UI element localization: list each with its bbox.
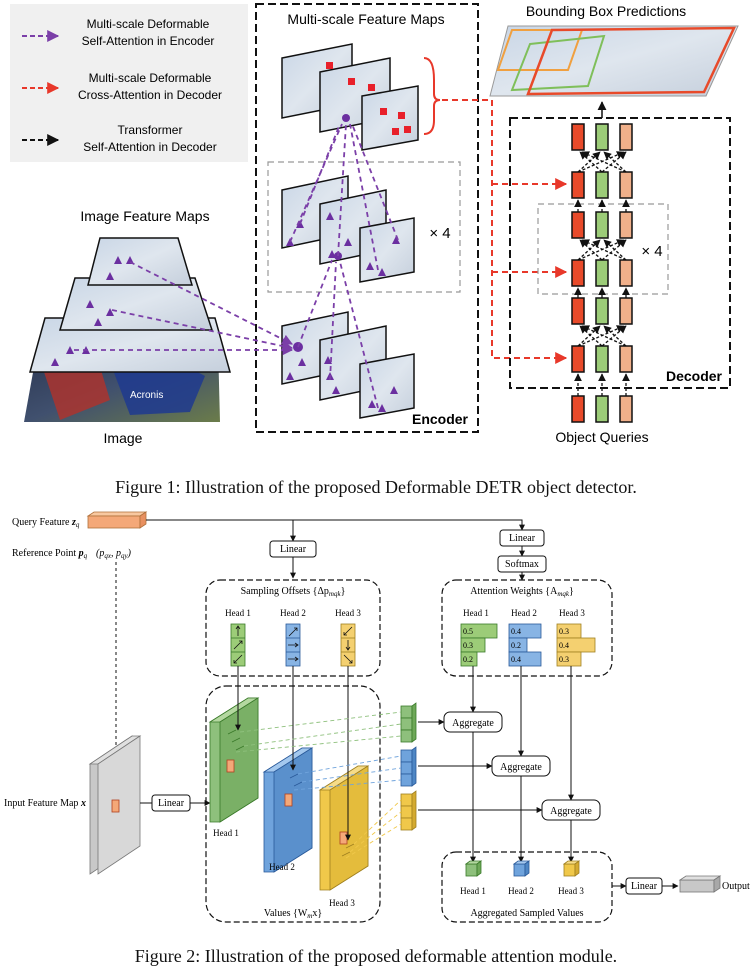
value-map-head1 (208, 697, 260, 823)
reference-point-label: Reference Point pq (12, 548, 88, 560)
weight-h1-2: 0.2 (463, 655, 473, 664)
multiscale-title: Multi-scale Feature Maps (287, 11, 444, 27)
weight-h3-0: 0.3 (559, 627, 569, 636)
encoder-output-maps (281, 43, 419, 151)
decoder-label: Decoder (666, 368, 723, 384)
weights-head2: 0.4 0.2 0.4 (508, 623, 542, 667)
figure1-caption: Figure 1: Illustration of the proposed D… (115, 477, 637, 497)
values-label: Values {Wmx} (264, 908, 322, 920)
legend-black-line1: Transformer (118, 123, 183, 137)
value-map-head3-label: Head 3 (329, 898, 355, 908)
query-feature-label: Query Feature zq (12, 517, 80, 529)
encoder-times4: × 4 (429, 225, 450, 242)
decoder-query-stacks (571, 123, 633, 423)
bbox-title: Bounding Box Predictions (526, 3, 686, 19)
aggregated-values-box (441, 851, 613, 923)
offsets-head2-label: Head 2 (280, 608, 306, 618)
cross-attention-lines (442, 99, 568, 364)
aggregated-head1-label: Head 1 (460, 886, 486, 896)
sampled-values-head3 (400, 790, 417, 831)
aggregated-head2-label: Head 2 (508, 886, 534, 896)
linear-output-label: Linear (631, 881, 658, 892)
weight-h3-1: 0.4 (559, 641, 569, 650)
decoder-self-attention-lines (574, 151, 630, 396)
query-flow-lines (146, 519, 525, 542)
legend-box: Multi-scale Deformable Self-Attention in… (10, 4, 248, 162)
aggregate-head1-label: Aggregate (452, 718, 494, 729)
figure2-caption: Figure 2: Illustration of the proposed d… (135, 946, 617, 966)
input-feature-map (88, 735, 142, 875)
attention-weights-title: Attention Weights {Amqk} (470, 586, 574, 598)
sampling-lines (235, 711, 402, 859)
aggregate-head2-label: Aggregate (500, 762, 542, 773)
image-label: Image (104, 430, 143, 446)
query-feature-bar (86, 511, 148, 529)
weights-head2-label: Head 2 (511, 608, 537, 618)
sampled-values-head1 (400, 702, 417, 743)
softmax-label: Softmax (505, 559, 539, 570)
linear-values-label: Linear (158, 798, 185, 809)
value-map-head3 (318, 765, 370, 891)
encoder-label: Encoder (412, 411, 469, 427)
legend-red-line1: Multi-scale Deformable (89, 71, 212, 85)
offsets-head1-label: Head 1 (225, 608, 251, 618)
linear-offsets-label: Linear (280, 544, 307, 555)
input-feature-map-label: Input Feature Map x (4, 798, 86, 809)
weight-h1-1: 0.3 (463, 641, 473, 650)
weights-head3: 0.3 0.4 0.3 (556, 623, 596, 667)
decoder-times4: × 4 (641, 243, 662, 260)
legend-red-line2: Cross-Attention in Decoder (78, 88, 222, 102)
encoder-attention-lines (74, 123, 399, 409)
aggregate-head3-label: Aggregate (550, 806, 592, 817)
legend-purple-line1: Multi-scale Deformable (87, 17, 210, 31)
reference-point-coords: (pqx, pqy) (96, 548, 132, 560)
output-brace (423, 57, 441, 135)
output-bar (678, 875, 722, 893)
weight-h2-2: 0.4 (511, 655, 521, 664)
aggregated-head3-label: Head 3 (558, 886, 584, 896)
bbox-prediction-image (489, 25, 739, 97)
offsets-head3-label: Head 3 (335, 608, 361, 618)
encoder-box (255, 3, 479, 433)
aggregated-cube-head3 (562, 860, 581, 877)
encoder-repeat-box (267, 161, 461, 293)
image-feature-maps-title: Image Feature Maps (80, 208, 209, 224)
attention-weights-box (441, 579, 613, 677)
legend-black-line2: Self-Attention in Decoder (83, 140, 216, 154)
weight-h2-1: 0.2 (511, 641, 521, 650)
image-feature-maps (29, 237, 231, 373)
weight-h1-0: 0.5 (463, 627, 473, 636)
aggregate-arrows (418, 666, 574, 863)
value-map-head1-label: Head 1 (213, 828, 239, 838)
photo-jersey-text: Acronis (130, 390, 163, 401)
sampled-values-head2 (400, 746, 417, 787)
weight-h2-0: 0.4 (511, 627, 521, 636)
aggregated-values-label: Aggregated Sampled Values (470, 908, 583, 919)
linear-weights-label: Linear (509, 533, 536, 544)
legend-purple-line2: Self-Attention in Encoder (82, 34, 215, 48)
weight-h3-2: 0.3 (559, 655, 569, 664)
sampling-offsets-box (205, 579, 381, 677)
weights-head1: 0.5 0.3 0.2 (460, 623, 498, 667)
offset-vectors-head1 (230, 623, 246, 667)
weights-head1-label: Head 1 (463, 608, 489, 618)
aggregated-cube-head1 (464, 860, 483, 877)
sampling-offsets-title: Sampling Offsets {Δpmqk} (241, 586, 346, 598)
encoder-input-maps (281, 311, 415, 419)
weights-head3-label: Head 3 (559, 608, 585, 618)
offset-vectors-head2 (285, 623, 301, 667)
offset-to-value-arrows (235, 666, 351, 841)
decoder-box (509, 117, 731, 389)
object-queries-label: Object Queries (555, 429, 648, 445)
offset-vectors-head3 (340, 623, 356, 667)
aggregated-cube-head2 (512, 860, 531, 877)
value-map-head2-label: Head 2 (269, 862, 295, 872)
output-label: Output (722, 881, 750, 892)
value-map-head2 (262, 747, 314, 873)
